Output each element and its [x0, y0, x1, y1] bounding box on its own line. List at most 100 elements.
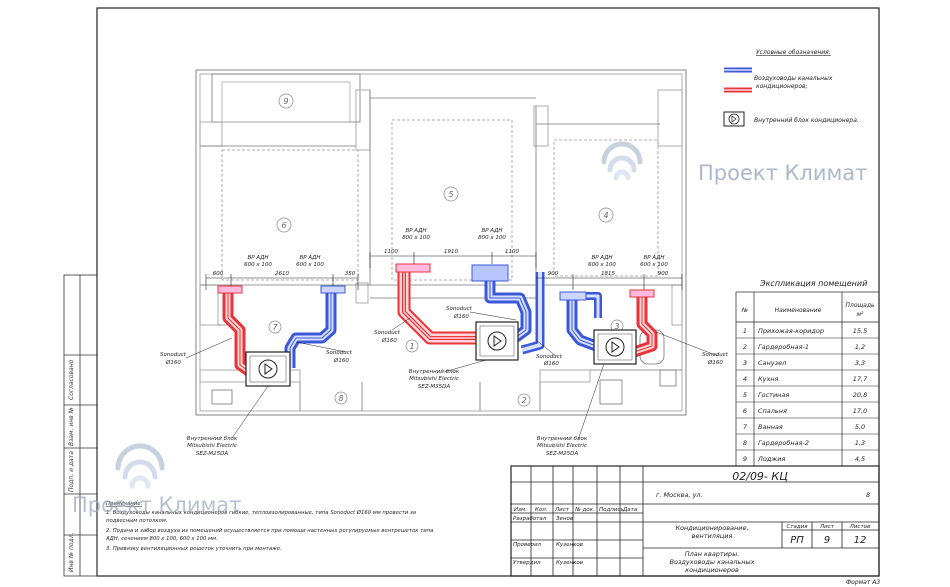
- stamp-agreed: Согласовано: [68, 359, 75, 400]
- duct-center-supply: [397, 272, 478, 345]
- leader-lines: [185, 311, 719, 441]
- explication-cell-name: Спальня: [758, 407, 787, 415]
- unit-left-model: SEZ-M25DA: [196, 451, 228, 457]
- section-line1: Кондиционирование,: [675, 524, 748, 532]
- document-code: 02/09- КЦ: [732, 470, 788, 483]
- grille-label-1-type: ВР АДН: [247, 255, 268, 261]
- note-line-1: 1. Воздуховоды канальных кондиционеров г…: [106, 509, 416, 516]
- indoor-unit-center: [475, 321, 519, 361]
- explication-cell-num: 4: [743, 375, 747, 383]
- grille-label-5-size: 600 х 100: [588, 262, 616, 268]
- role-developer: Разработал: [513, 516, 547, 522]
- duct-label-2: Sonoduct: [326, 350, 353, 356]
- explication-cell-name: Гостиная: [758, 391, 789, 399]
- duct-label-6-dia: Ø160: [707, 359, 723, 366]
- grille-label-3-size: 800 х 100: [402, 235, 430, 241]
- duct-label-1: Sonoduct: [160, 352, 187, 358]
- room-markers: [268, 93, 624, 407]
- dim-1910: 1910: [444, 249, 458, 255]
- indoor-unit-left: [245, 351, 291, 387]
- legend-unit: Внутренний блок кондиционера.: [754, 117, 859, 124]
- grille-label-6-type: ВР АДН: [643, 255, 664, 261]
- duct-label-1-dia: Ø160: [165, 359, 181, 366]
- sheet-value: 9: [824, 535, 830, 546]
- stamp-sign: Подп. и дата: [68, 451, 75, 492]
- room-number-3: 3: [614, 322, 619, 331]
- legend-ducts-line2: кондиционеров;: [756, 83, 808, 90]
- explication-cell-num: 3: [743, 359, 747, 367]
- duct-label-3-dia: Ø160: [381, 337, 397, 344]
- grille-label-5-type: ВР АДН: [591, 255, 612, 261]
- duct-label-5-dia: Ø160: [543, 360, 559, 367]
- note-line-5: 3. Привязку вентиляционных решеток уточн…: [106, 546, 282, 552]
- unit-center-model: SEZ-M35DA: [418, 384, 450, 390]
- explication-cell-name: Кухня: [758, 375, 779, 383]
- note-line-2: подвесным потолком.: [106, 518, 168, 524]
- room-number-9: 9: [283, 97, 288, 106]
- sheet-title-line3: кондиционеров: [685, 566, 739, 574]
- note-line-4: АДН, сечением 800 х 100, 600 х 100 мм.: [105, 536, 218, 542]
- explication-cell-area: 20,8: [853, 391, 867, 399]
- stage-label: Стадия: [786, 524, 808, 530]
- explication-header-num: №: [741, 307, 748, 314]
- role-checker: Проверил: [513, 542, 542, 548]
- explication-cell-num: 1: [743, 327, 747, 335]
- duct-center-return: [484, 272, 545, 355]
- grille-label-2-size: 600 х 100: [296, 262, 324, 268]
- legend-ducts-line1: Воздуховоды канальных: [754, 75, 833, 82]
- watermark-text-bottom: Проект Климат: [72, 493, 241, 517]
- col-date: Дата: [622, 507, 638, 513]
- room-number-2: 2: [521, 396, 526, 405]
- room-number-4: 4: [603, 211, 608, 220]
- grille-label-1-size: 600 х 100: [244, 262, 272, 268]
- room-number-5: 5: [448, 190, 453, 199]
- legend: Условные обозначения: Воздуховоды каналь…: [723, 49, 859, 127]
- explication-header-area: Площадь: [845, 302, 874, 309]
- explication-cell-name: Гардеробная-2: [758, 439, 809, 447]
- explication-cell-num: 9: [743, 455, 747, 463]
- duct-left-supply: [222, 290, 254, 377]
- explication-cell-name: Гардеробная-1: [758, 343, 809, 351]
- explication-cell-num: 7: [743, 423, 748, 431]
- house-number: 8: [866, 491, 870, 499]
- dimension-lines: [205, 252, 683, 290]
- duct-right-supply: [632, 296, 658, 358]
- explication-cell-num: 5: [743, 391, 747, 399]
- name-checker: Кузенков: [556, 542, 583, 548]
- dim-1100-right: 1100: [505, 249, 519, 255]
- dim-1815: 1815: [601, 271, 615, 277]
- indoor-unit-right: [593, 329, 637, 365]
- sheets-label: Листов: [849, 524, 871, 530]
- explication-cell-area: 1,3: [855, 439, 865, 447]
- col-sign: Подпись: [599, 507, 624, 513]
- dim-900-left: 900: [548, 271, 559, 277]
- duct-right-return: [566, 292, 602, 352]
- dim-350: 350: [345, 271, 356, 277]
- dim-1100-left: 1100: [384, 249, 398, 255]
- duct-label-4-dia: Ø160: [453, 313, 469, 320]
- grille-left-supply: [217, 285, 243, 294]
- col-sheet: Лист: [554, 507, 570, 513]
- explication-cell-area: 1,2: [855, 343, 865, 351]
- explication-cell-area: 3,3: [855, 359, 865, 367]
- name-approver: Кузенков: [556, 560, 583, 566]
- explication-cell-name: Ванная: [758, 423, 783, 431]
- explication-header-unit: м²: [857, 311, 865, 318]
- unit-right-title: Внутренний блок: [537, 436, 588, 442]
- col-qty: Кол.: [535, 507, 548, 513]
- grille-right-return: [559, 291, 587, 301]
- unit-left-brand: Mitsubishi Electric: [187, 443, 237, 449]
- duct-label-5: Sonoduct: [536, 354, 563, 360]
- sheet-title-line1: План квартиры.: [685, 550, 740, 558]
- grille-center-supply: [395, 263, 431, 273]
- unit-left-title: Внутренний блок: [187, 436, 238, 442]
- grille-label-2-type: ВР АДН: [299, 255, 320, 261]
- explication-cell-num: 8: [743, 439, 747, 447]
- side-stamp: [63, 274, 98, 577]
- format-label: Формат А3: [846, 579, 880, 586]
- dim-900-right: 900: [658, 271, 669, 277]
- explication-cell-area: 5,0: [855, 423, 865, 431]
- explication-cell-area: 15,5: [853, 327, 867, 335]
- grille-label-4-type: ВР АДН: [481, 228, 502, 234]
